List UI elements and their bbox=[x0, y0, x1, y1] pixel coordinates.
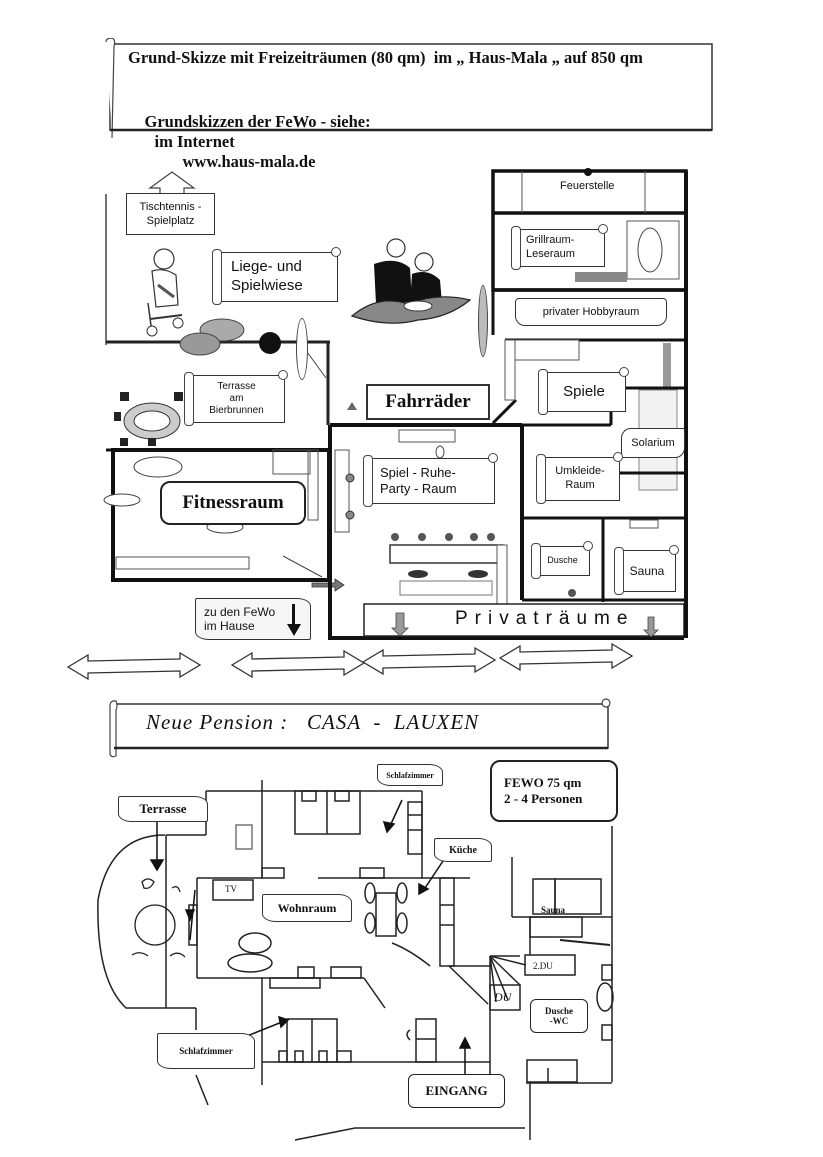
fire-pit-icon bbox=[259, 332, 281, 354]
double-arrow-icon bbox=[66, 651, 202, 681]
header-scroll: Grund-Skizze mit Freizeiträumen (80 qm) … bbox=[104, 38, 716, 171]
label-kueche: Küche bbox=[434, 838, 492, 862]
label-solarium: Solarium bbox=[621, 428, 685, 458]
tree-icon bbox=[478, 285, 488, 357]
label-umkleide-raum: Umkleide- Raum bbox=[536, 452, 623, 504]
label-sauna: Sauna bbox=[614, 545, 679, 595]
down-arrow-icon bbox=[643, 616, 659, 638]
label-grillraum: Grillraum- Leseraum bbox=[511, 224, 608, 270]
header-url[interactable]: www.haus-mala.de bbox=[182, 152, 316, 171]
double-arrows bbox=[66, 642, 634, 681]
tree-icon bbox=[296, 318, 308, 380]
label-dusche: Dusche bbox=[531, 541, 593, 579]
header-line-2-middle: im Internet bbox=[154, 132, 235, 151]
fewo-info-size: FEWO 75 qm bbox=[504, 775, 582, 790]
couple-picnic-illustration bbox=[348, 232, 473, 327]
label-fahrraeder: Fahrräder bbox=[366, 384, 490, 420]
label-tv: TV bbox=[225, 884, 237, 894]
label-schlafzimmer-top: Schlafzimmer bbox=[377, 764, 443, 786]
label-wohnraum: Wohnraum bbox=[262, 894, 352, 922]
double-arrow-icon bbox=[361, 646, 497, 676]
label-spiel-ruhe-party-raum: Spiel - Ruhe- Party - Raum bbox=[363, 453, 498, 507]
header-line-2: Grundskizzen der FeWo - siehe: im Intern… bbox=[128, 92, 371, 192]
label-tischtennis: Tischtennis - Spielplatz bbox=[126, 193, 215, 235]
label-dusche-wc: Dusche -WC bbox=[530, 999, 588, 1033]
fewo-info-box: FEWO 75 qm 2 - 4 Personen bbox=[490, 760, 618, 822]
double-arrow-icon bbox=[230, 649, 366, 679]
label-2du: 2.DU bbox=[533, 961, 553, 971]
down-arrow-icon bbox=[391, 612, 409, 637]
label-schlafzimmer-bottom: Schlafzimmer bbox=[157, 1033, 255, 1069]
label-spiele: Spiele bbox=[538, 367, 629, 415]
label-fitnessraum: Fitnessraum bbox=[160, 481, 306, 525]
down-arrow-icon bbox=[292, 604, 295, 626]
arrow-up-small-icon bbox=[347, 402, 357, 410]
label-du: DU bbox=[494, 990, 512, 1004]
double-arrow-icon bbox=[498, 642, 634, 672]
label-eingang[interactable]: EINGANG bbox=[408, 1074, 505, 1108]
label-liegewiese: Liege- und Spielwiese bbox=[212, 247, 341, 305]
bar-stools bbox=[391, 533, 495, 541]
label-sauna-lower: Sauna bbox=[541, 905, 566, 915]
label-hobbyraum: privater Hobbyraum bbox=[515, 298, 667, 326]
label-feuerstelle: Feuerstelle bbox=[560, 180, 615, 192]
label-terrasse-bierbrunnen: Terrasse am Bierbrunnen bbox=[184, 370, 288, 426]
header-scroll-frame bbox=[105, 38, 713, 138]
pension-banner: Neue Pension : CASA - LAUXEN bbox=[106, 698, 611, 758]
header-line-1: Grund-Skizze mit Freizeiträumen (80 qm) … bbox=[128, 48, 643, 67]
label-privatraeume: Privaträume bbox=[455, 608, 635, 629]
rugs-decoration bbox=[178, 318, 248, 358]
label-terrasse: Terrasse bbox=[118, 796, 208, 822]
fewo-info-persons: 2 - 4 Personen bbox=[504, 791, 583, 806]
pension-title: Neue Pension : CASA - LAUXEN bbox=[146, 710, 480, 734]
header-line-2-prefix: Grundskizzen der FeWo - siehe: bbox=[144, 112, 371, 131]
terrace-table-illustration bbox=[112, 388, 192, 448]
child-on-scooter-illustration bbox=[138, 245, 190, 337]
down-arrow-head-icon bbox=[287, 624, 301, 636]
